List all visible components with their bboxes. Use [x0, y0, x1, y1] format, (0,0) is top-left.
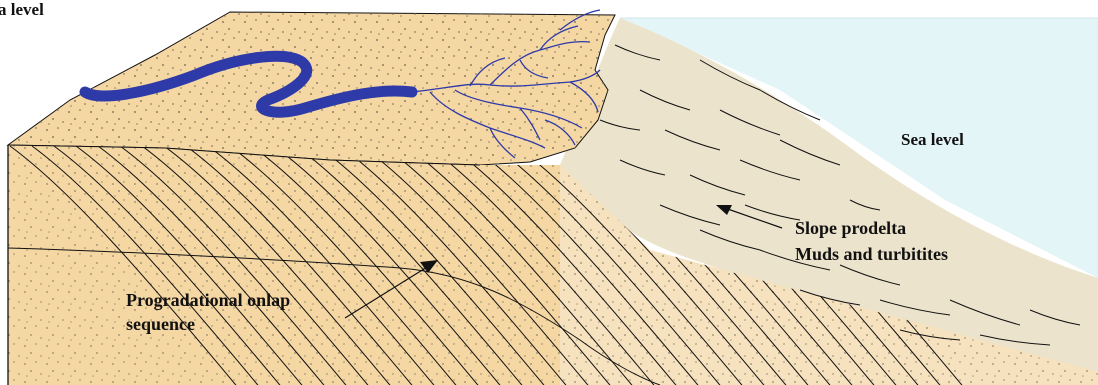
slope-prodelta-label: Slope prodelta: [795, 218, 906, 238]
progradational-onlap-label: Progradational onlap: [126, 290, 290, 310]
muds-turbidites-label: Muds and turbitites: [795, 244, 948, 264]
sea-level-label: Sea level: [901, 130, 964, 149]
sequence-label: sequence: [126, 314, 195, 334]
delta-plain-surface: [8, 12, 615, 165]
sea-level-top-label: a level: [0, 0, 44, 19]
